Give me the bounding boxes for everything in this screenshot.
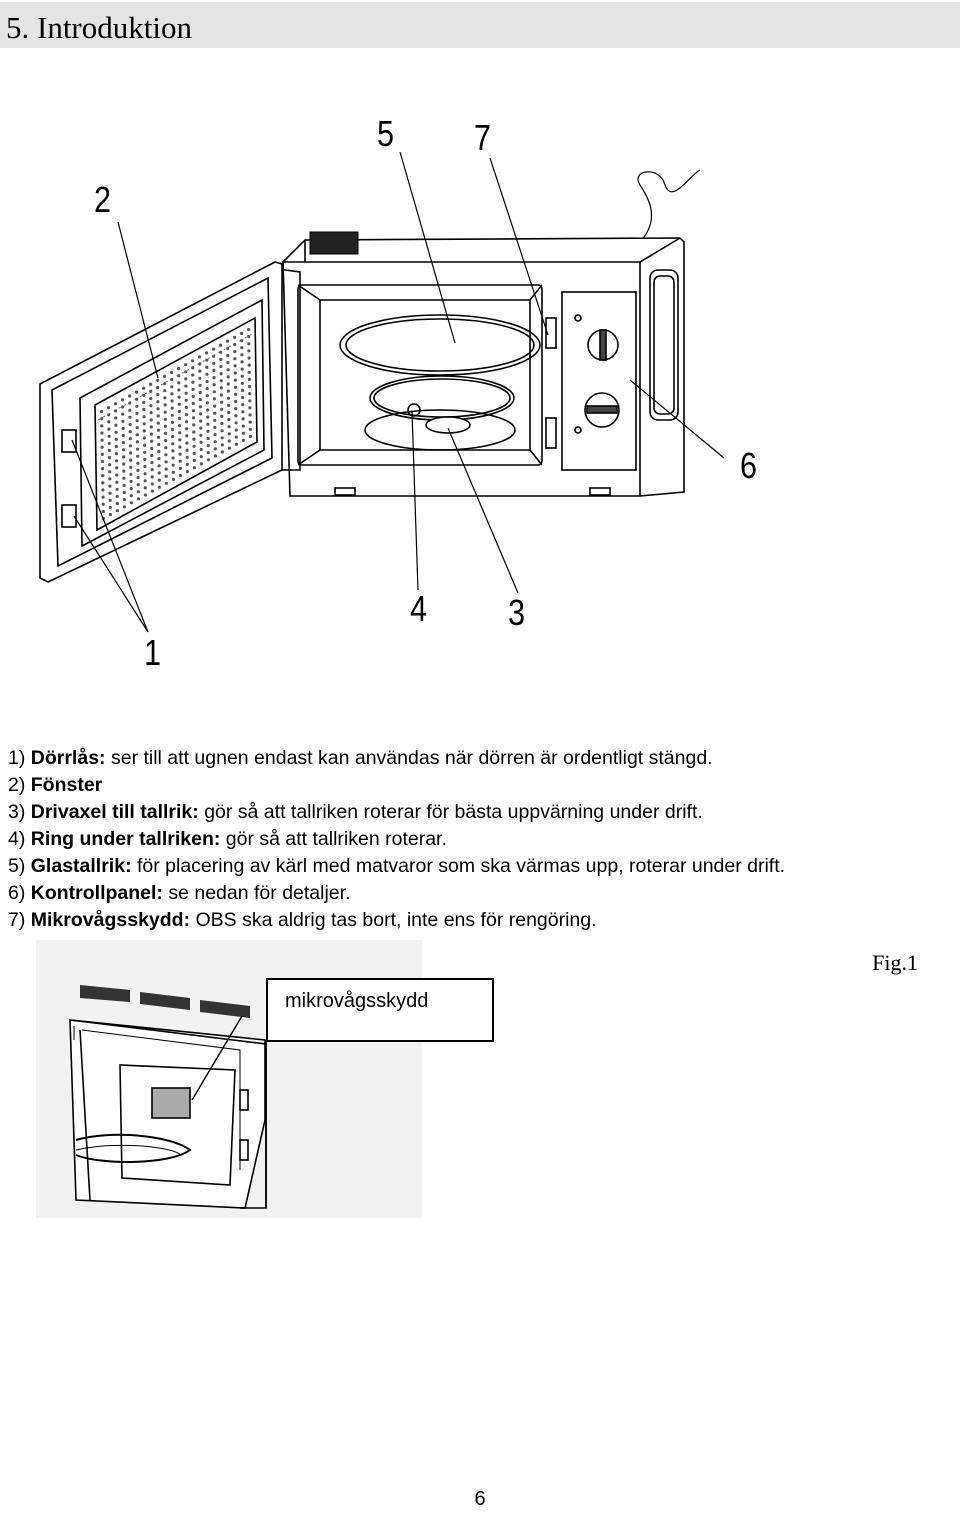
callout-4: 4	[410, 588, 428, 629]
description-item: 4) Ring under tallriken: gör så att tall…	[8, 828, 447, 850]
description-list: 1) Dörrlås: ser till att ugnen endast ka…	[8, 745, 948, 934]
door-window	[94, 316, 258, 532]
microwave-shield	[151, 1087, 191, 1119]
callout-2: 2	[94, 179, 112, 220]
shield-label-box: mikrovågsskydd	[266, 978, 494, 1042]
control-panel	[561, 291, 637, 471]
shield-label: mikrovågsskydd	[285, 990, 429, 1012]
description-item: 6) Kontrollpanel: se nedan för detaljer.	[8, 882, 351, 904]
description-item: 1) Dörrlås: ser till att ugnen endast ka…	[8, 747, 713, 769]
description-item: 3) Drivaxel till tallrik: gör så att tal…	[8, 801, 703, 823]
callout-1: 1	[144, 632, 162, 673]
figure-caption: Fig.1	[872, 950, 918, 975]
top-vent	[309, 231, 359, 255]
glass-plate	[339, 314, 541, 376]
description-item: 7) Mikrovågsskydd: OBS ska aldrig tas bo…	[8, 909, 597, 931]
callout-5: 5	[377, 113, 395, 154]
callout-7: 7	[474, 117, 492, 158]
callout-6: 6	[740, 445, 758, 486]
description-item: 2) Fönster	[8, 774, 103, 796]
page-title: 5. Introduktion	[6, 10, 192, 45]
microwave-diagram	[39, 151, 725, 633]
header-bar: 5. Introduktion	[0, 2, 960, 48]
description-item: 5) Glastallrik: för placering av kärl me…	[8, 855, 786, 877]
page-number: 6	[474, 1488, 486, 1510]
callout-3: 3	[508, 592, 526, 633]
microwave-shield-detail	[36, 940, 422, 1218]
